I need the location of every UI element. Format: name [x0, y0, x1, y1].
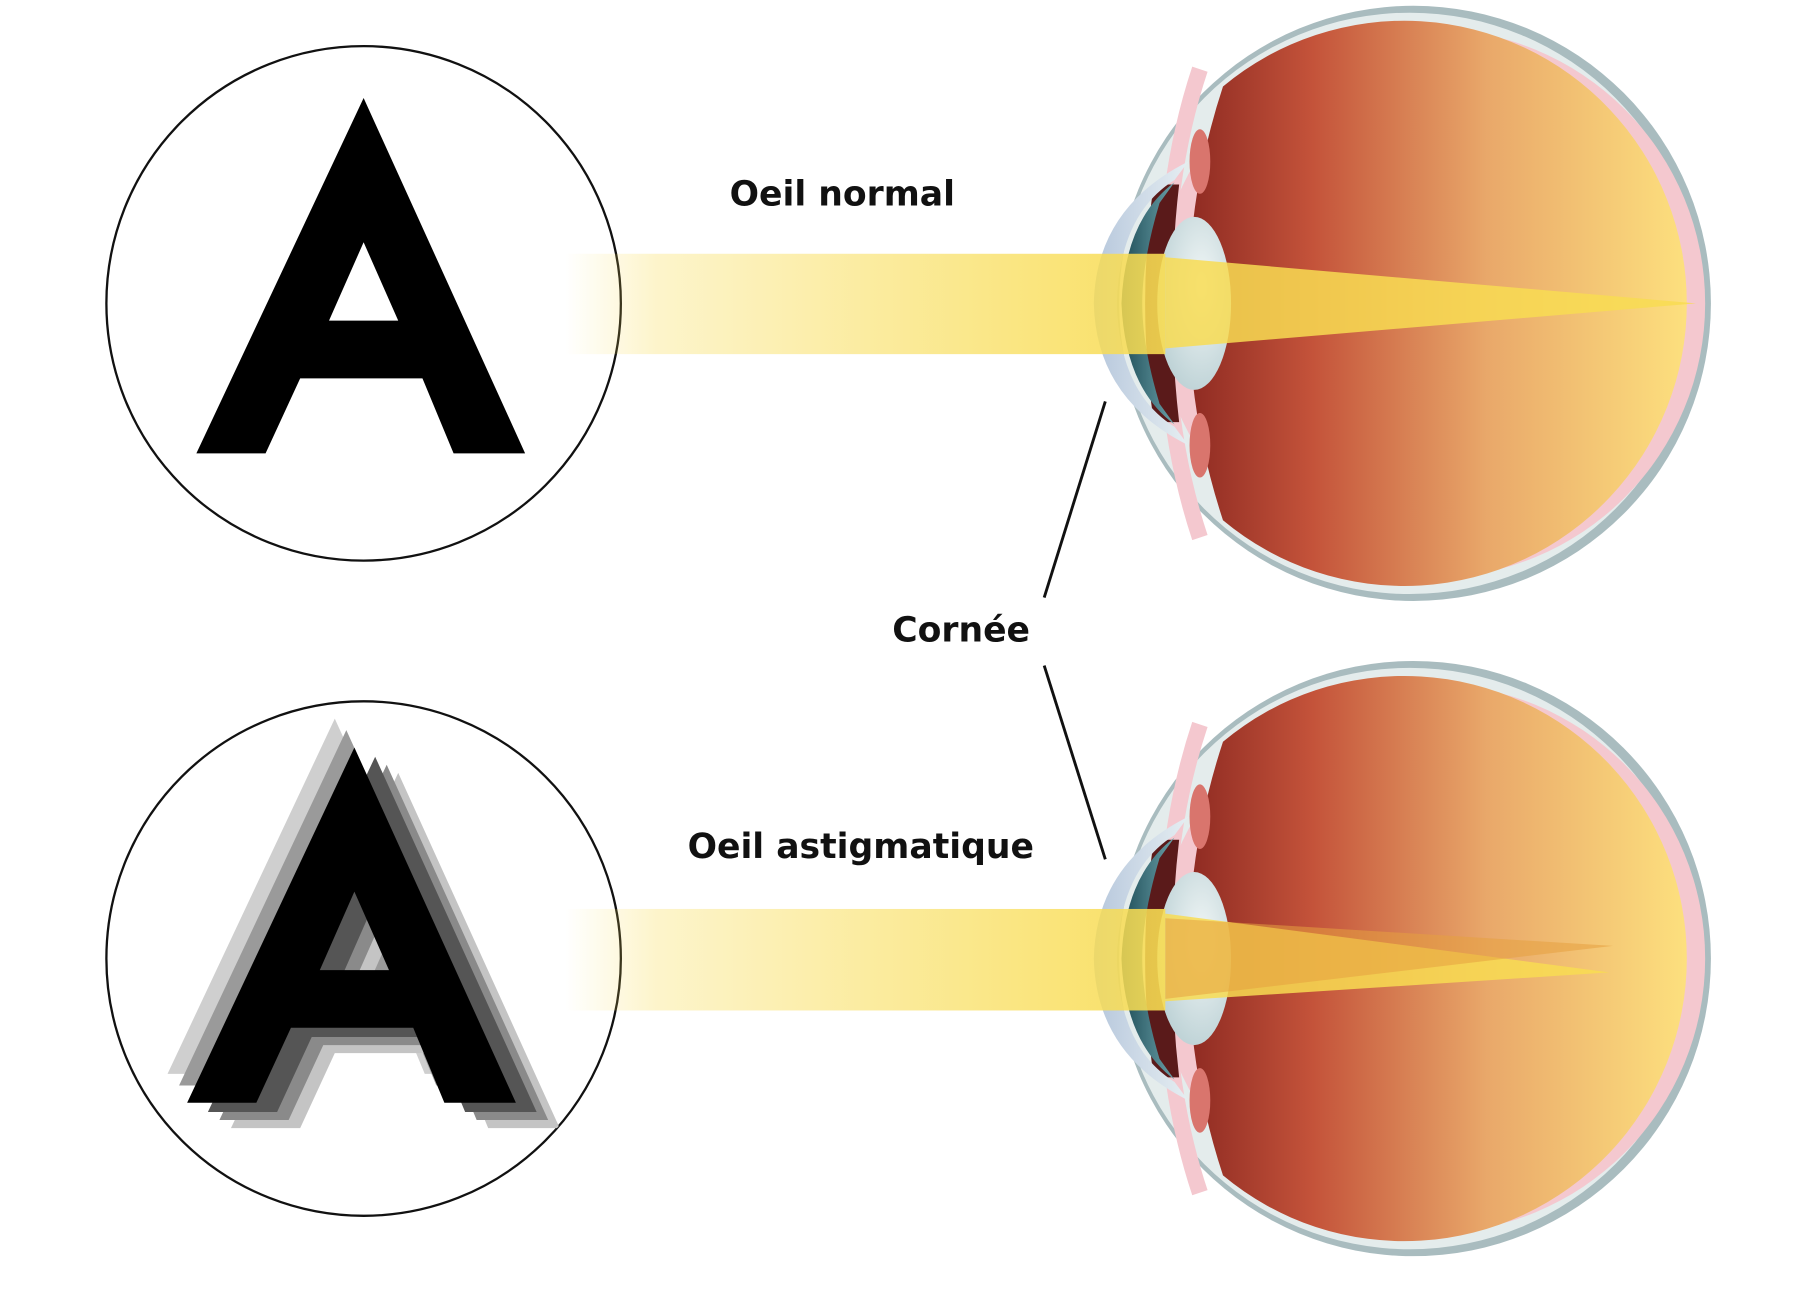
- cornea-label: Cornée: [892, 610, 1030, 650]
- focal-beam-2: [1165, 918, 1613, 999]
- astigmatic-eye-label: Oeil astigmatique: [688, 827, 1034, 867]
- light-beam: [565, 908, 1166, 1011]
- normal-vision-circle: [105, 44, 623, 562]
- cornea-pointer-bottom: [1042, 665, 1107, 860]
- astigmatic-eye: [565, 661, 1710, 1256]
- light-beam: [565, 253, 1166, 355]
- astigmatic-vision-circle: [105, 700, 623, 1217]
- normal-eye: [565, 6, 1710, 601]
- focused-beam: [1165, 257, 1696, 349]
- normal-eye-label: Oeil normal: [730, 174, 955, 214]
- letter-a-blurred: [187, 747, 516, 1103]
- letter-a-sharp: [196, 98, 526, 454]
- cornea-pointer-top: [1042, 400, 1107, 598]
